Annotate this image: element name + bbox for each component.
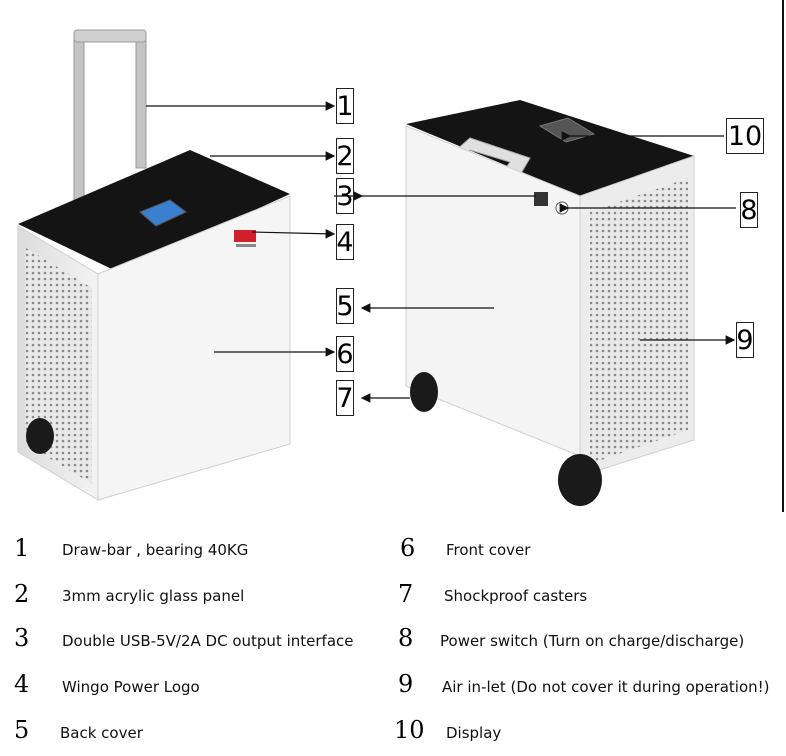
caster-right-back (410, 372, 438, 412)
callout-4: 4 (336, 224, 354, 260)
legend-num-7: 7 (398, 580, 414, 608)
callout-9: 9 (736, 322, 754, 358)
legend-num-10: 10 (394, 716, 425, 744)
legend-num-9: 9 (398, 670, 414, 698)
legend-label-3: Double USB-5V/2A DC output interface (62, 632, 354, 650)
top-panel-right (406, 100, 694, 196)
legend-num-4: 4 (14, 670, 30, 698)
air-inlet-right (590, 178, 688, 464)
legend-num-1: 1 (14, 534, 30, 562)
legend-num-3: 3 (14, 624, 30, 652)
draw-bar-left-pole (73, 35, 85, 217)
callout-8: 8 (740, 192, 758, 228)
caster-left (26, 418, 54, 454)
callout-1: 1 (336, 88, 354, 124)
legend-num-6: 6 (400, 534, 416, 562)
legend-label-5: Back cover (60, 724, 143, 742)
draw-bar-top (73, 29, 147, 43)
right-unit (405, 100, 695, 506)
legend-label-6: Front cover (446, 541, 531, 559)
legend-label-7: Shockproof casters (444, 587, 588, 605)
callout-2: 2 (336, 138, 354, 174)
leader-lines (146, 101, 736, 403)
product-diagram (17, 29, 736, 506)
legend-label-2: 3mm acrylic glass panel (62, 587, 245, 605)
legend-label-4: Wingo Power Logo (62, 678, 200, 696)
legend-num-2: 2 (14, 580, 30, 608)
callout-3: 3 (336, 178, 354, 214)
callout-6: 6 (336, 336, 354, 372)
legend-label-1: Draw-bar , bearing 40KG (62, 541, 249, 559)
legend-label-10: Display (446, 724, 502, 742)
caster-right-front (558, 454, 602, 506)
legend-num-8: 8 (398, 624, 414, 652)
callout-7: 7 (336, 380, 354, 416)
usb-ports (534, 192, 548, 206)
power-switch (555, 201, 569, 215)
logo-mark (234, 230, 256, 242)
legend-label-9: Air in-let (Do not cover it during opera… (442, 678, 770, 696)
legend-num-5: 5 (14, 716, 30, 744)
display-screen-left (139, 199, 187, 227)
callout-5: 5 (336, 288, 354, 324)
draw-bar-right-pole (135, 35, 147, 169)
right-edge-divider (782, 0, 784, 512)
legend-label-8: Power switch (Turn on charge/discharge) (440, 632, 745, 650)
left-unit (17, 29, 291, 501)
callout-10: 10 (726, 118, 764, 154)
